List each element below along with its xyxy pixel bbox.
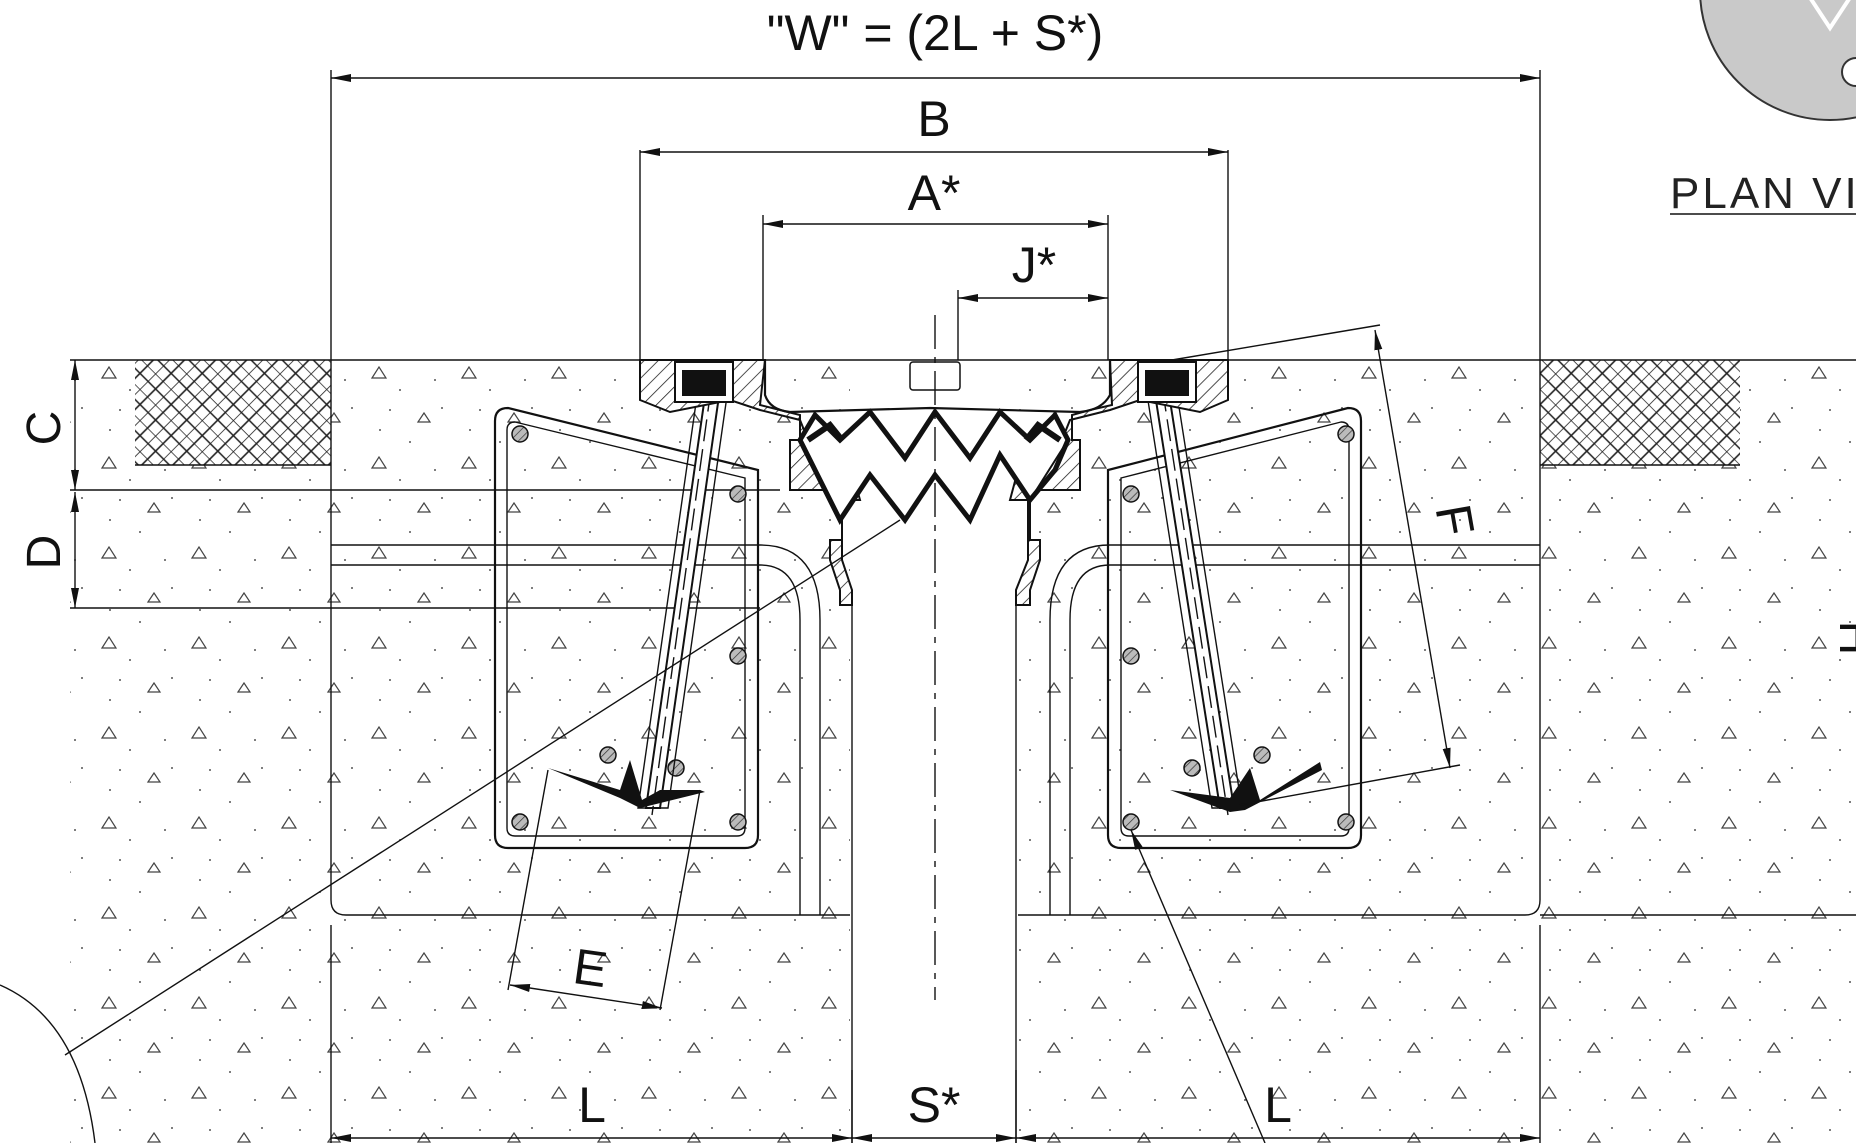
substrate — [70, 70, 1856, 1143]
dim-label-b: B — [917, 91, 950, 147]
dim-label-d: D — [18, 535, 71, 570]
rebar — [729, 485, 747, 503]
edge-rail-right — [1008, 359, 1229, 606]
dim-label-w: "W" = (2L + S*) — [767, 5, 1104, 61]
dim-label-s: S* — [908, 1077, 961, 1133]
concrete-slab-right — [1018, 360, 1856, 1143]
rebar — [729, 813, 747, 831]
rebar — [1337, 425, 1355, 443]
dim-label-a: A* — [908, 165, 961, 221]
dimension-lines — [0, 74, 1540, 1143]
edge-rail-left — [639, 359, 862, 606]
asphalt-overlay-left — [135, 360, 331, 465]
rebar — [511, 425, 529, 443]
rebar — [1122, 813, 1140, 831]
dim-label-j: J* — [1012, 237, 1056, 293]
asphalt-overlay-right — [1540, 360, 1740, 465]
plan-view-circle — [1699, 0, 1856, 121]
plan-view-label: PLAN VIE — [1670, 169, 1856, 218]
anchor-stud-left — [548, 359, 731, 816]
rebar — [599, 746, 617, 764]
strip-seal-gland — [797, 407, 1071, 525]
rebar — [1122, 485, 1140, 503]
rebar — [1337, 813, 1355, 831]
rebar — [1183, 759, 1201, 777]
rebar — [511, 813, 529, 831]
dim-label-l-left: L — [578, 1077, 606, 1133]
dim-label-c: C — [18, 411, 71, 446]
dim-label-e: E — [570, 938, 611, 998]
concrete-slab-left — [70, 360, 850, 1143]
rebar — [729, 647, 747, 665]
rebar — [1253, 746, 1271, 764]
dim-label-h: H — [1829, 621, 1856, 656]
dim-label-l-right: L — [1264, 1077, 1292, 1133]
rebar — [667, 759, 685, 777]
plan-view-corner — [1699, 0, 1856, 121]
rebar — [1122, 647, 1140, 665]
rebar-cage-left — [493, 406, 760, 850]
rebar-cage-right — [1106, 406, 1363, 850]
